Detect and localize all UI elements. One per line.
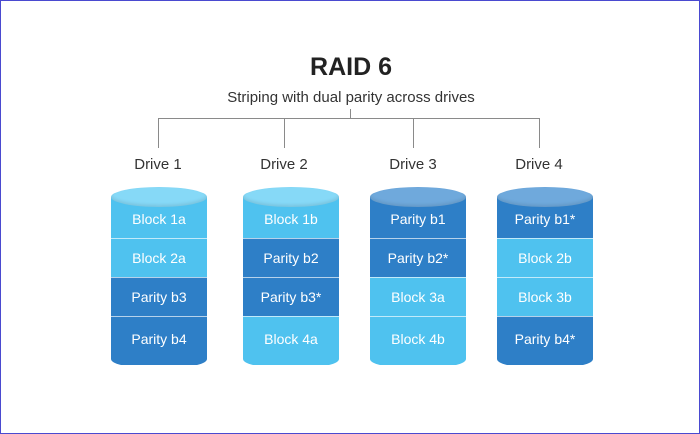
diagram-subtitle: Striping with dual parity across drives — [227, 89, 475, 106]
drive-4-label: Drive 4 — [515, 156, 563, 173]
drive-2-cylinder: Block 1b Parity b2 Parity b3* Block 4a — [243, 187, 339, 369]
drive-2-block-4: Block 4a — [243, 316, 339, 365]
drive-1-block-4: Parity b4 — [111, 316, 207, 365]
drive-3-label: Drive 3 — [389, 156, 437, 173]
connector-drive-1 — [158, 118, 159, 148]
connector-drive-3 — [413, 118, 414, 148]
drive-1-cylinder-top — [111, 187, 207, 207]
drive-1-cylinder: Block 1a Block 2a Parity b3 Parity b4 — [111, 187, 207, 369]
drive-3-block-3: Block 3a — [370, 277, 466, 316]
drive-2-cylinder-top — [243, 187, 339, 207]
drive-3-block-4: Block 4b — [370, 316, 466, 365]
diagram-title: RAID 6 — [310, 53, 392, 81]
drive-3-cylinder: Parity b1 Parity b2* Block 3a Block 4b — [370, 187, 466, 369]
connector-drive-2 — [284, 118, 285, 148]
drive-2-label: Drive 2 — [260, 156, 308, 173]
drive-4-block-2: Block 2b — [497, 238, 593, 277]
drive-1-label: Drive 1 — [134, 156, 182, 173]
drive-2-block-2: Parity b2 — [243, 238, 339, 277]
connector-drive-4 — [539, 118, 540, 148]
drive-4-cylinder-body: Parity b1* Block 2b Block 3b Parity b4* — [497, 197, 593, 369]
drive-2-block-3: Parity b3* — [243, 277, 339, 316]
drive-1-cylinder-body: Block 1a Block 2a Parity b3 Parity b4 — [111, 197, 207, 369]
drive-3-block-2: Parity b2* — [370, 238, 466, 277]
drive-3-cylinder-body: Parity b1 Parity b2* Block 3a Block 4b — [370, 197, 466, 369]
connector-trunk — [350, 109, 351, 119]
connector-crossbar — [158, 118, 540, 119]
drive-4-block-4: Parity b4* — [497, 316, 593, 365]
drive-1-block-3: Parity b3 — [111, 277, 207, 316]
drive-4-cylinder-top — [497, 187, 593, 207]
drive-3-cylinder-top — [370, 187, 466, 207]
drive-2-cylinder-body: Block 1b Parity b2 Parity b3* Block 4a — [243, 197, 339, 369]
drive-4-block-3: Block 3b — [497, 277, 593, 316]
drive-1-block-2: Block 2a — [111, 238, 207, 277]
drive-4-cylinder: Parity b1* Block 2b Block 3b Parity b4* — [497, 187, 593, 369]
